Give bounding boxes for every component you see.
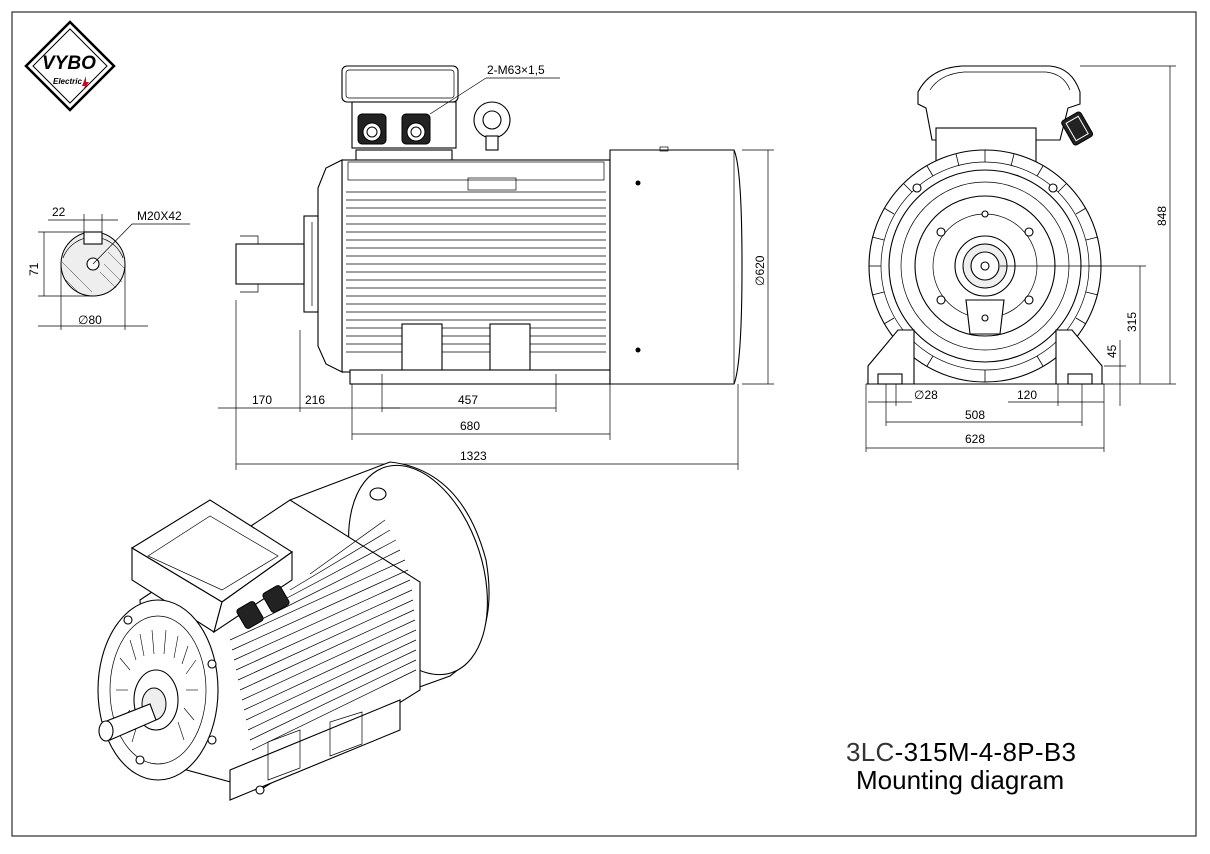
cable-gland-2 <box>401 113 431 145</box>
dim-170: 170 <box>252 393 272 407</box>
motor-front-view: 848 315 45 ∅28 120 508 628 <box>865 65 1176 452</box>
dim-flange-diameter: ∅620 <box>753 255 767 286</box>
motor-side-view: 2-M63×1,5 <box>218 63 774 470</box>
dim-shaft-thread: M20X42 <box>137 209 182 223</box>
cable-gland-side <box>1061 111 1094 146</box>
logo-brand: VYBO <box>42 53 96 74</box>
shaft-section-view: 22 M20X42 71 ∅80 <box>27 205 190 330</box>
model-prefix: 3LC <box>846 737 895 767</box>
dim-680: 680 <box>460 419 480 433</box>
isometric-fins <box>229 519 417 751</box>
model-title: 3LC-315M-4-8P-B3 <box>846 737 1076 768</box>
vybo-logo: VYBO Electric <box>24 20 116 112</box>
front-fins <box>869 150 1101 382</box>
dim-508: 508 <box>965 408 985 422</box>
label-cable-gland: 2-M63×1,5 <box>487 63 545 77</box>
dim-628: 628 <box>965 432 985 446</box>
cooling-fins <box>346 191 606 353</box>
dim-216: 216 <box>305 393 325 407</box>
dim-1323: 1323 <box>460 449 487 463</box>
cable-gland-1 <box>357 113 387 145</box>
dim-457: 457 <box>458 393 478 407</box>
dim-shaft-key: 22 <box>52 205 66 219</box>
model-suffix: -315M-4-8P-B3 <box>894 737 1077 767</box>
dim-120: 120 <box>1017 388 1037 402</box>
dim-hole-diameter: ∅28 <box>914 388 938 402</box>
dim-315: 315 <box>1125 312 1139 332</box>
dim-shaft-diameter: ∅80 <box>78 313 102 327</box>
dim-848: 848 <box>1155 206 1169 226</box>
dim-shaft-height: 71 <box>27 262 41 276</box>
motor-isometric-view <box>97 461 490 801</box>
diagram-subtitle: Mounting diagram <box>856 765 1065 795</box>
logo-sub: Electric <box>53 77 82 86</box>
side-dimensions: 170 216 457 680 1323 <box>218 300 739 470</box>
dim-45: 45 <box>1105 344 1119 358</box>
drawing-border <box>11 11 1197 837</box>
